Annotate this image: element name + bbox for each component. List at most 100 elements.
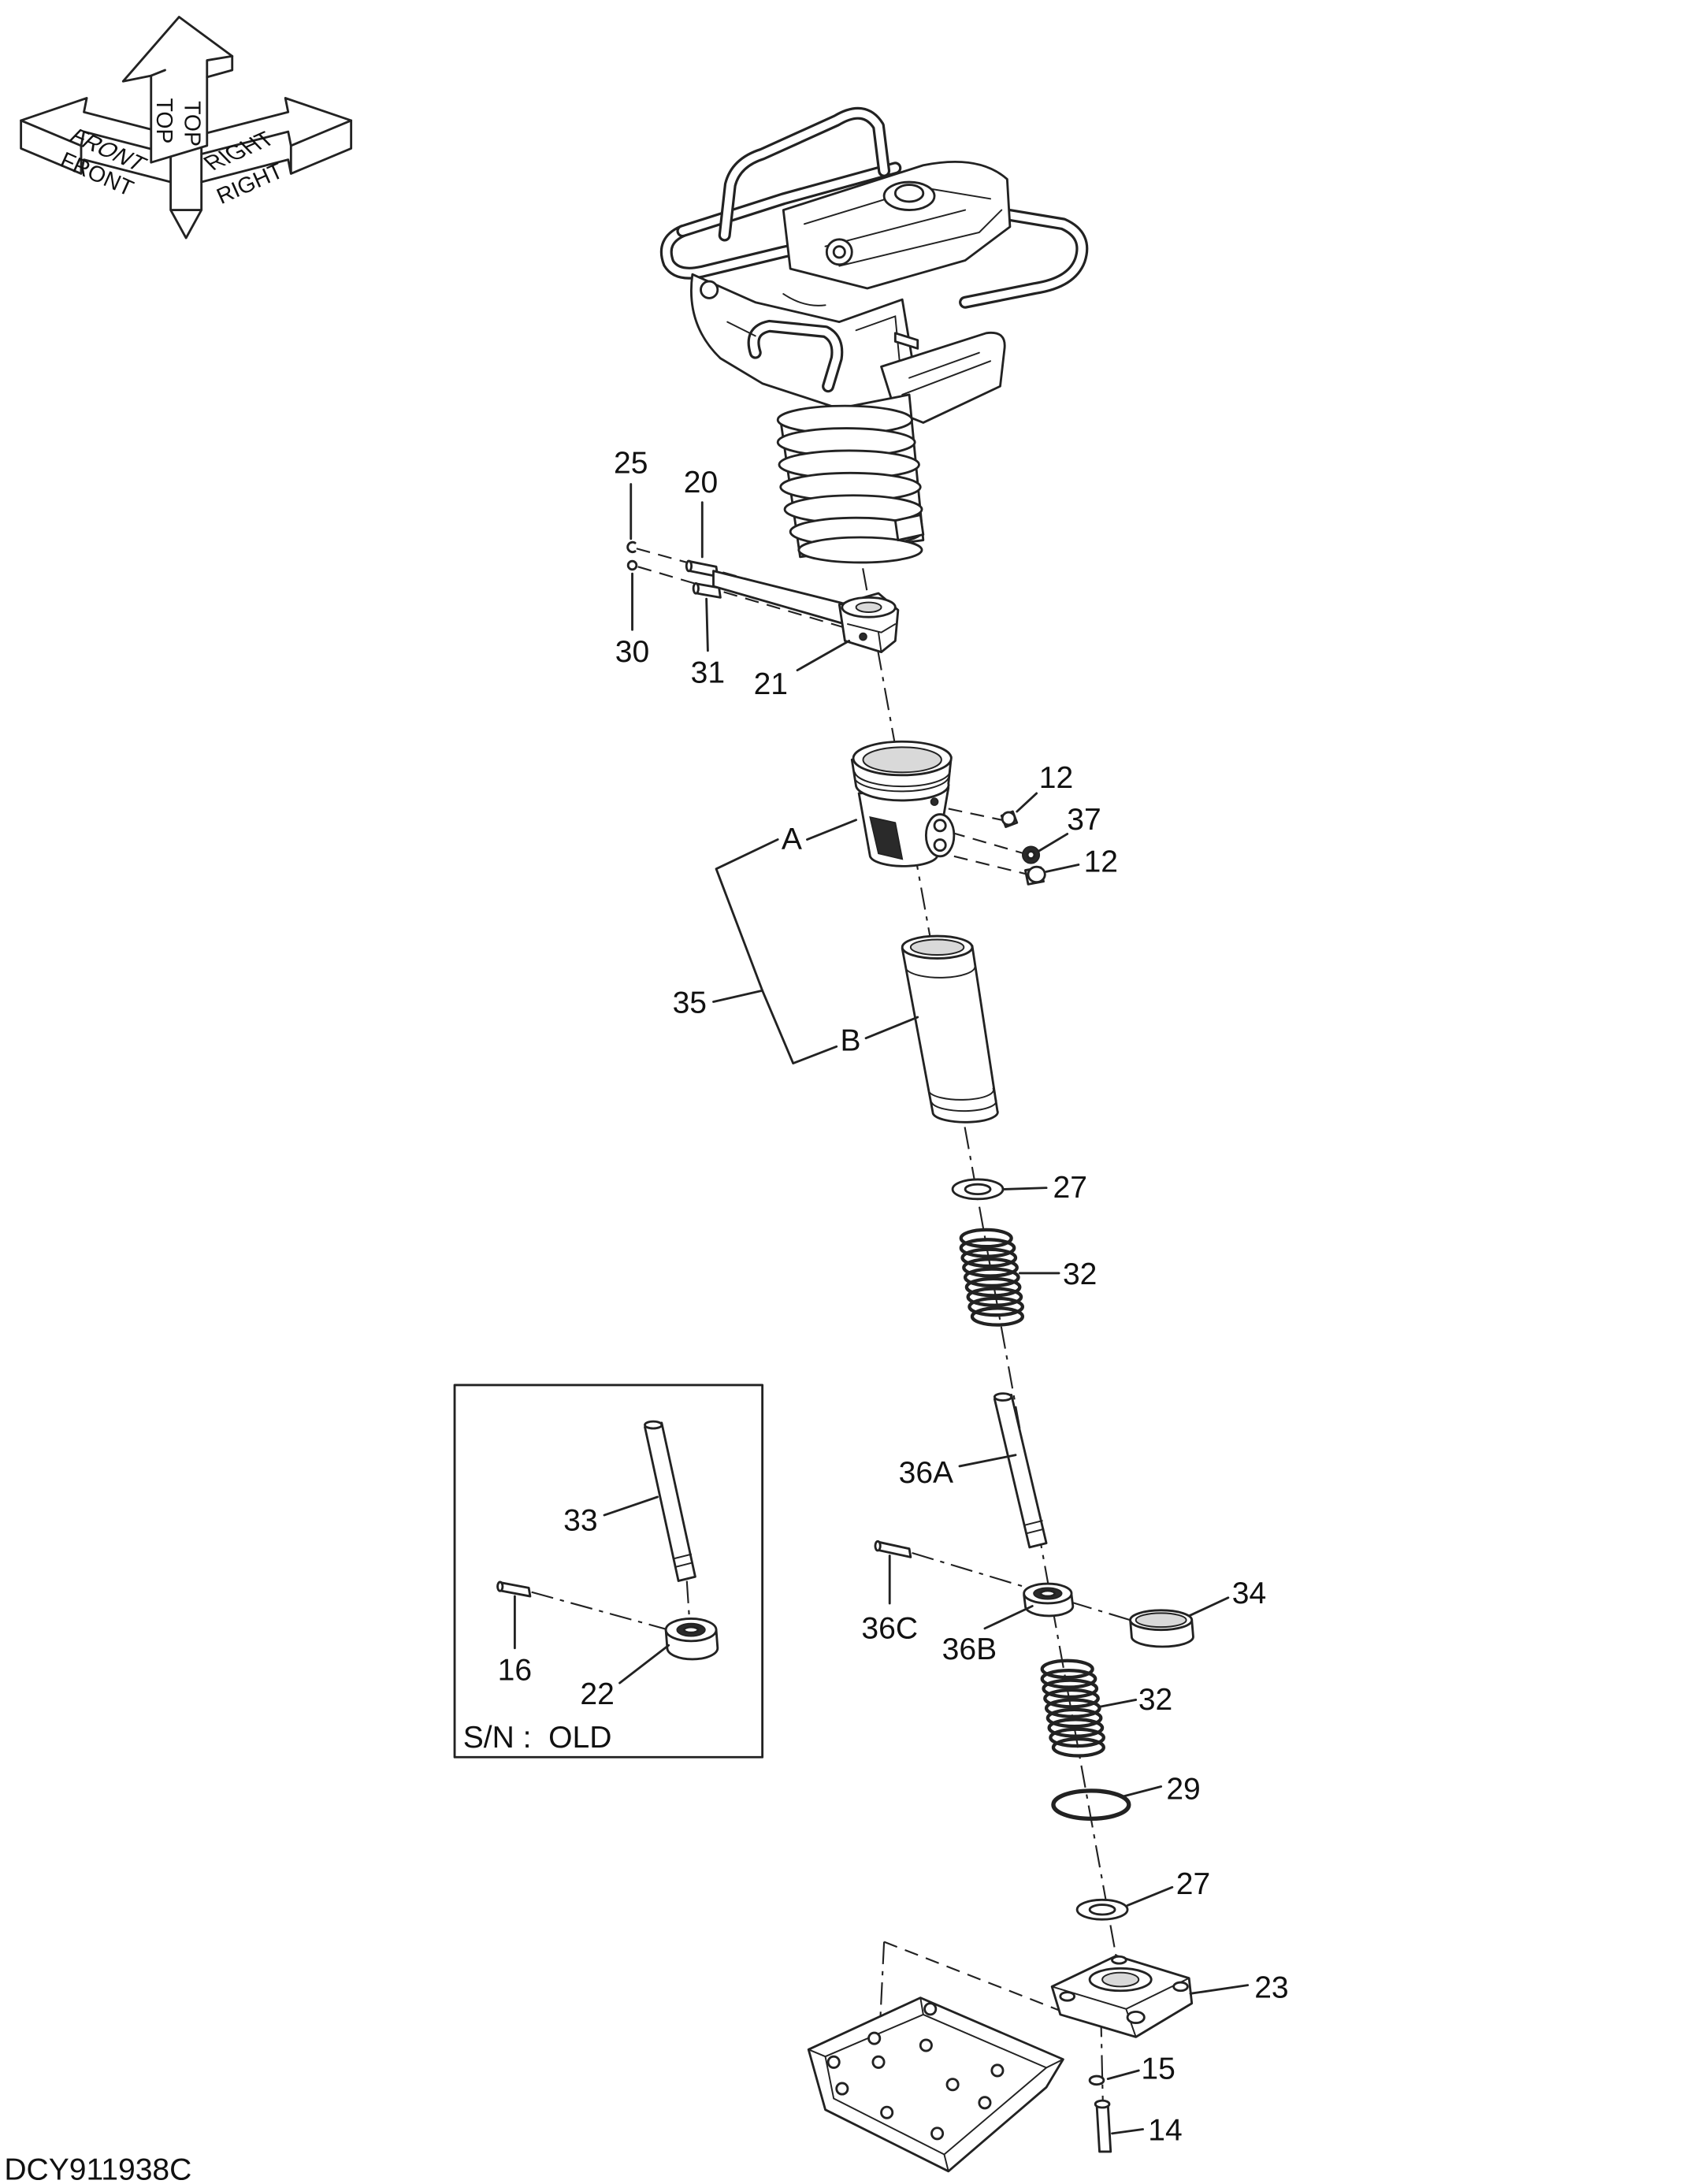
ring-line-34 [1069, 1601, 1131, 1621]
part-21-connecting-rod [712, 570, 900, 654]
label-a: A [782, 823, 802, 856]
bolt-line-37 [951, 831, 1024, 855]
part-32-spring-lower [1040, 1658, 1105, 1758]
part-27-washer-lower [1075, 1898, 1129, 1921]
leader-27-upper [1003, 1187, 1048, 1190]
part-33-rod [644, 1420, 696, 1582]
callout-35: 35 [673, 986, 707, 1020]
callout-34: 34 [1232, 1577, 1266, 1610]
callout-36a: 36A [899, 1456, 953, 1490]
callout-32-lower: 32 [1138, 1683, 1172, 1717]
top-arrow-depth [150, 54, 234, 79]
part-32-spring-upper [959, 1228, 1025, 1327]
engine-block [782, 161, 1012, 290]
part-36c-pin [874, 1540, 912, 1558]
callout-25: 25 [614, 446, 648, 480]
part-12-bolt-upper [1000, 810, 1019, 828]
pin-line-30 [637, 566, 843, 628]
callout-14: 14 [1148, 2114, 1182, 2148]
part-36b-collar [1023, 1582, 1075, 1618]
leader-29 [1122, 1785, 1163, 1798]
top-arrow [121, 16, 234, 164]
bracket-35 [715, 838, 838, 1065]
part-36a-rod [993, 1392, 1048, 1549]
part-23-base-housing [1050, 1954, 1194, 2038]
leader-32-lower [1098, 1699, 1138, 1708]
pin-line-36c [912, 1552, 1029, 1589]
callout-12-upper: 12 [1039, 761, 1073, 795]
lower-casing [689, 273, 914, 410]
part-b-tube [901, 934, 999, 1124]
inset-caption: S/N : OLD [463, 1721, 612, 1755]
center-lines [636, 408, 1131, 2141]
bolt-line-12-upper [948, 808, 1002, 821]
callout-labels: 25 20 30 31 21 12 37 12 A 35 B 27 32 36A… [614, 446, 1289, 2147]
rammer-engine-assembly [659, 106, 1089, 564]
leader-14 [1111, 2128, 1144, 2135]
part-37-nut [1021, 845, 1041, 864]
drawing-number: DCY911938C [4, 2152, 191, 2184]
leader-15 [1106, 2069, 1140, 2081]
main-axis-line [833, 408, 1120, 1973]
part-29-o-ring [1051, 1788, 1131, 1822]
callout-20: 20 [684, 466, 718, 500]
pin-line-25 [636, 548, 840, 606]
plate-line-top [883, 1941, 1071, 2015]
bellows-flange [797, 536, 923, 564]
right-arrow-depth [200, 119, 353, 184]
callout-36c: 36C [861, 1611, 918, 1645]
part-12-bolt-lower [1024, 865, 1046, 886]
part-15-washer [1088, 2074, 1105, 2086]
leader-34 [1187, 1596, 1230, 1618]
part-22-collar [664, 1618, 719, 1661]
callout-15: 15 [1141, 2052, 1175, 2086]
orientation-indicator: FRONT FRONT TOP TOP RIGHT RIGHT [20, 16, 353, 240]
cube-corner [169, 180, 203, 240]
base-plate [807, 1996, 1064, 2173]
bolt-line-12-lower [953, 855, 1029, 875]
leader-lines [630, 483, 1250, 2135]
callout-21: 21 [754, 667, 788, 701]
part-30-clip [626, 559, 638, 571]
callout-30: 30 [615, 635, 649, 669]
part-25-clip [626, 540, 637, 554]
callout-29: 29 [1166, 1773, 1200, 1807]
leader-a [806, 819, 858, 841]
leader-22 [618, 1644, 670, 1684]
callout-27-lower: 27 [1176, 1867, 1210, 1901]
callout-12-lower: 12 [1084, 845, 1118, 878]
part-14-bolt [1094, 2099, 1112, 2153]
leader-b [864, 1016, 919, 1040]
bolt-axis-line [1100, 2014, 1105, 2141]
leader-37 [1038, 833, 1069, 852]
callout-27-upper: 27 [1053, 1171, 1087, 1205]
inset-frame [453, 1384, 764, 1759]
leader-23 [1189, 1984, 1250, 1995]
callout-16: 16 [498, 1654, 532, 1688]
leader-12-lower [1045, 864, 1080, 873]
part-27-washer-upper [951, 1178, 1005, 1201]
leader-33 [603, 1495, 659, 1517]
callout-37: 37 [1067, 803, 1101, 837]
part-34-ring [1129, 1609, 1194, 1648]
callout-32-upper: 32 [1063, 1257, 1097, 1291]
leader-27-lower [1126, 1885, 1174, 1907]
callout-36b: 36B [942, 1632, 997, 1666]
leader-35 [712, 989, 764, 1003]
inset-old-serial: 33 16 22 S/N : OLD [453, 1384, 764, 1759]
callout-31: 31 [691, 656, 725, 690]
front-arrow-depth [20, 119, 173, 184]
label-b: B [840, 1024, 860, 1058]
leader-12-upper [1016, 792, 1038, 813]
leader-31 [705, 597, 709, 652]
part-16-pin [496, 1580, 532, 1598]
top-label-left: TOP [151, 98, 176, 144]
callout-33: 33 [563, 1504, 597, 1538]
part-a-piston [850, 740, 956, 867]
leader-36b [983, 1605, 1034, 1630]
leader-36a [958, 1454, 1017, 1468]
leader-21 [796, 639, 851, 672]
callout-22: 22 [580, 1677, 614, 1711]
callout-23: 23 [1254, 1971, 1288, 2005]
